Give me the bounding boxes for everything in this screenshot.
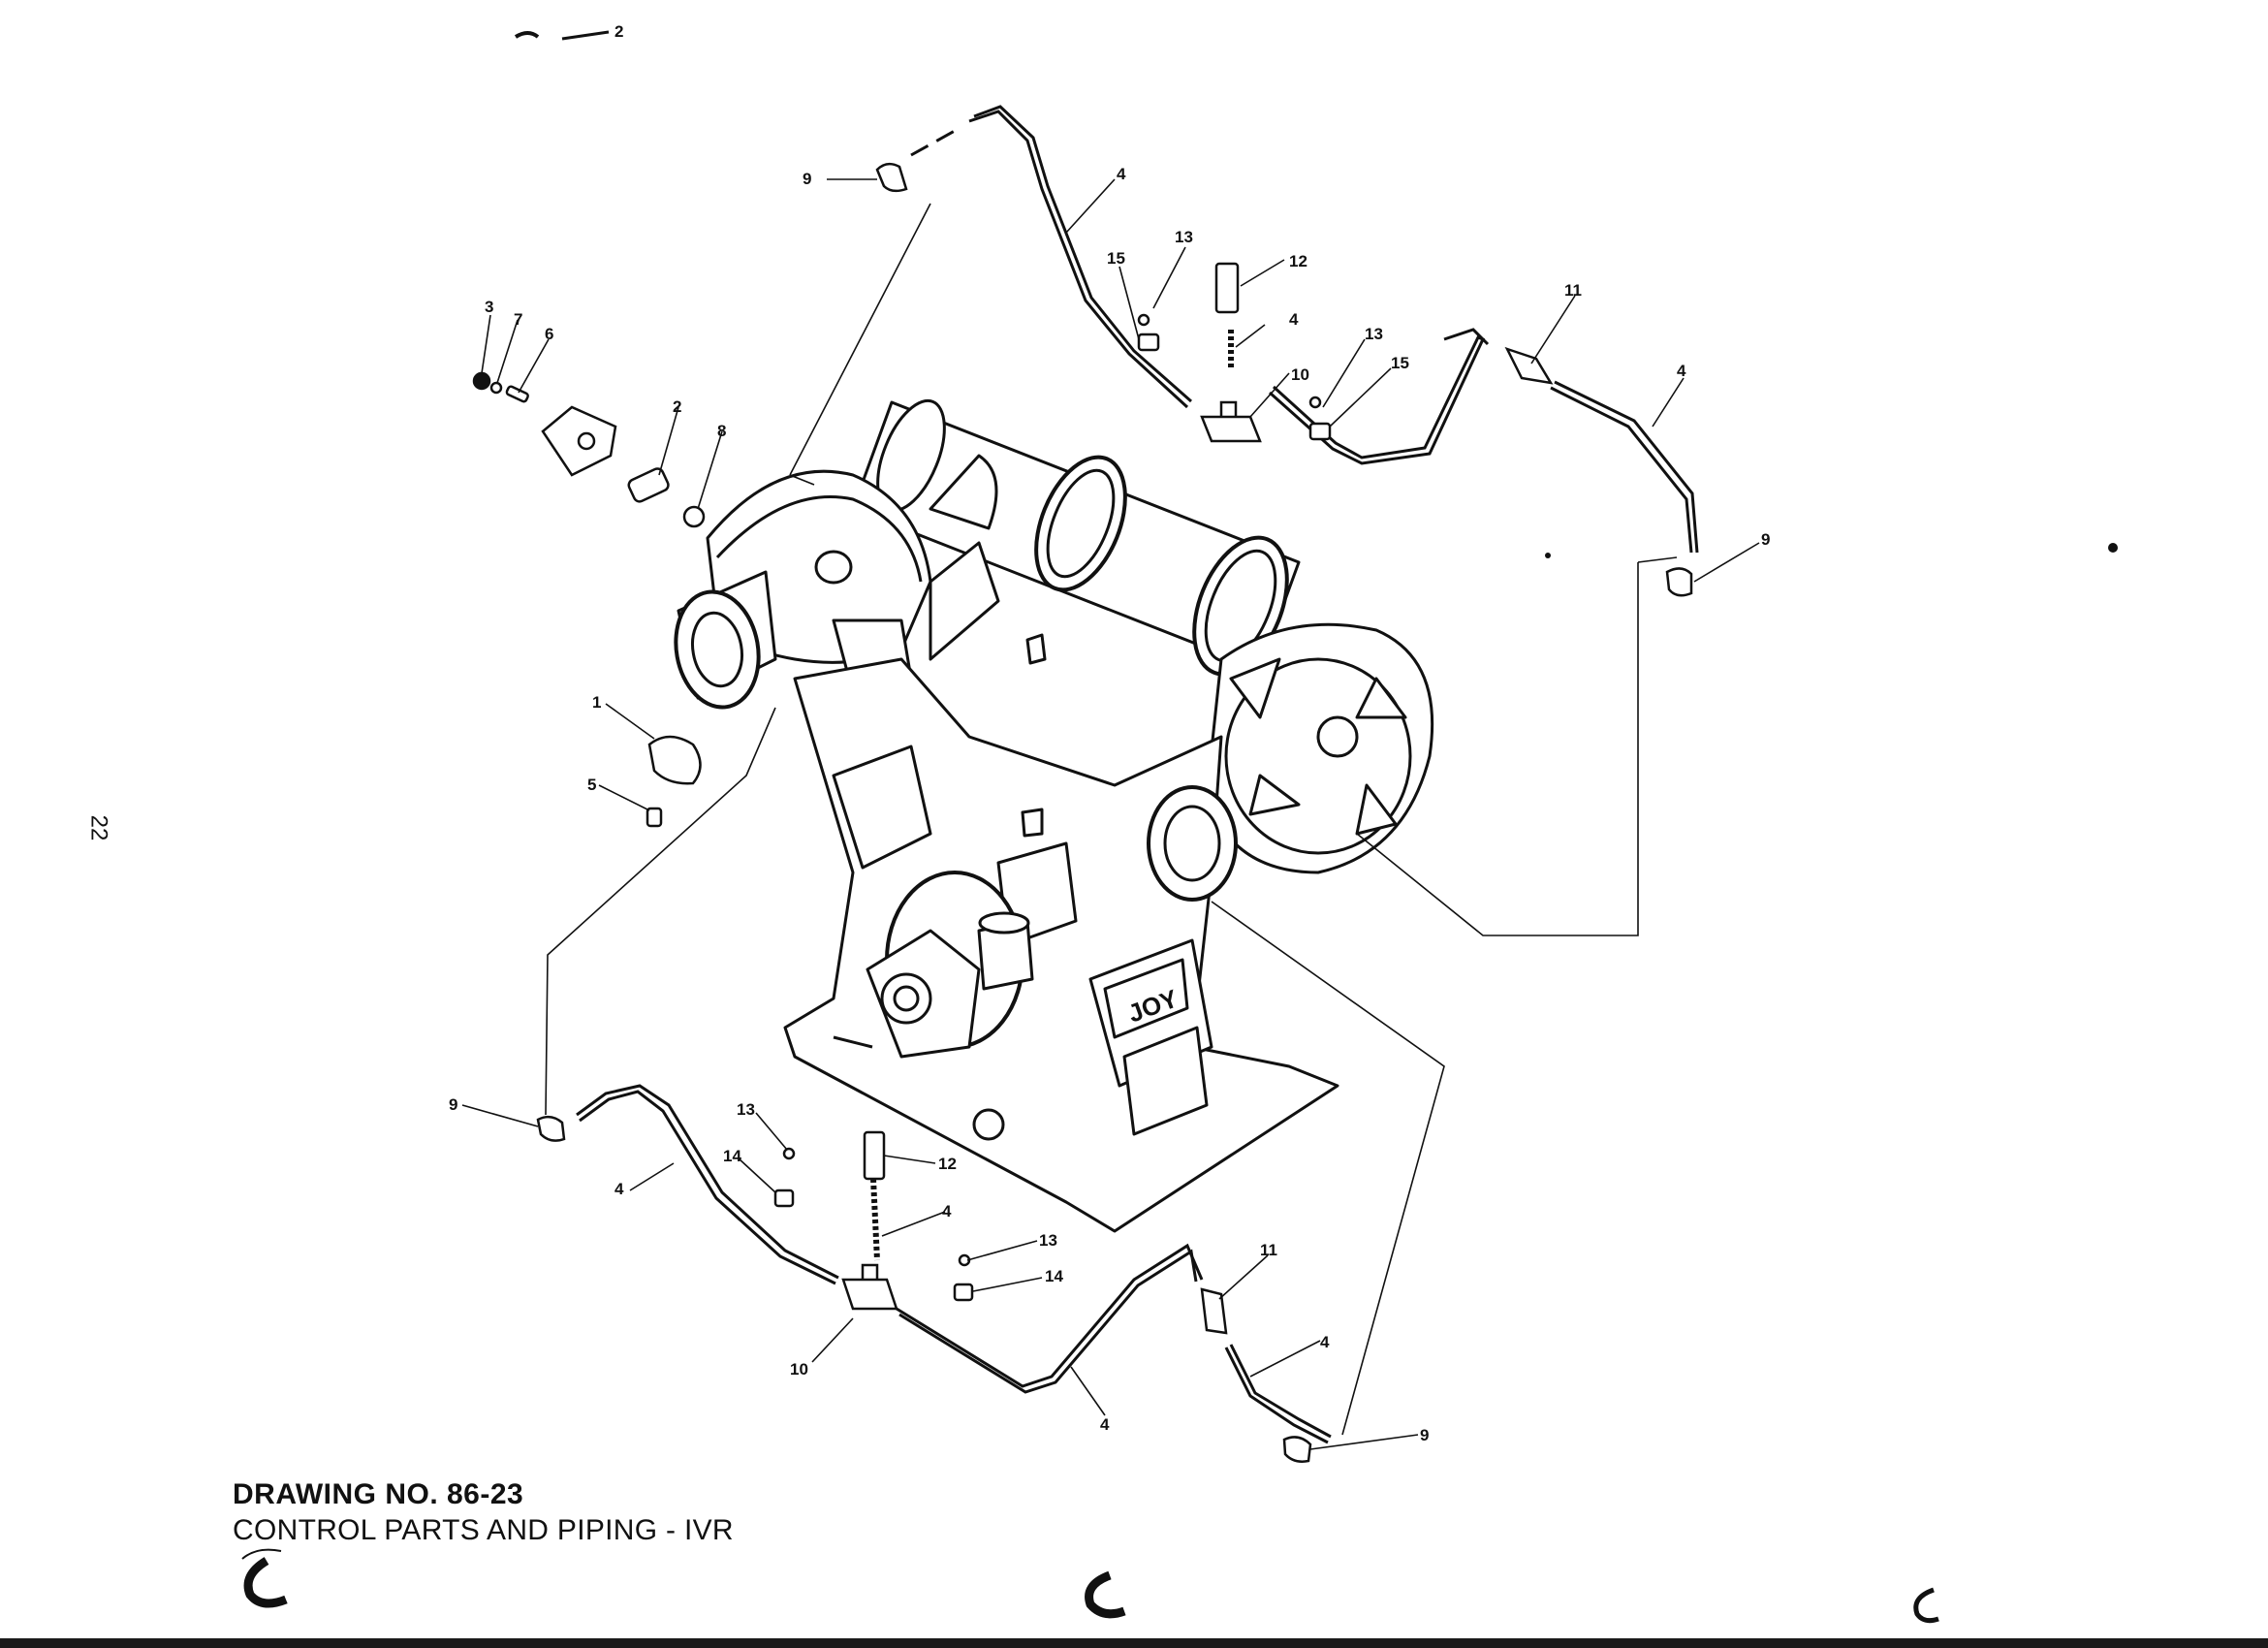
oil-pump [866, 633, 1047, 1059]
right-cylinder-head [1205, 622, 1434, 874]
union-11-top [1504, 346, 1554, 385]
callout-13: 13 [1175, 228, 1193, 246]
tee-10-b [841, 1263, 898, 1311]
callout-15: 15 [1107, 249, 1125, 268]
o-ring-8 [682, 505, 706, 528]
callout-10: 10 [790, 1360, 808, 1379]
corner-mark: 2 [514, 22, 623, 41]
top-piping [910, 105, 1699, 554]
callout-9: 9 [1420, 1426, 1429, 1444]
cap-3 [472, 371, 491, 391]
callout-4: 4 [1677, 362, 1686, 380]
callout-7: 7 [514, 310, 522, 329]
fittings [472, 162, 1693, 1463]
callout-leaders [461, 178, 1760, 1450]
binder-marks [241, 1548, 1939, 1624]
elbow-9-tl [875, 162, 908, 193]
upper-cylinder-pipe [851, 398, 1301, 677]
routing-lines [545, 203, 1678, 1436]
callout-6: 6 [545, 325, 553, 343]
drawing-title: CONTROL PARTS AND PIPING - IVR [233, 1514, 734, 1546]
elbow-9-br [1282, 1436, 1312, 1463]
callout-12: 12 [938, 1155, 957, 1173]
callout-4: 4 [1289, 310, 1299, 329]
callout-14: 14 [1045, 1267, 1063, 1285]
callout-numbers: 9 4 13 15 12 4 10 13 15 11 4 9 3 7 6 2 8… [449, 165, 1770, 1444]
callout-11: 11 [1564, 281, 1582, 300]
callout-2: 2 [673, 397, 681, 416]
page-number: 22 [85, 814, 112, 841]
screw-5 [646, 807, 663, 828]
callout-9: 9 [449, 1095, 457, 1114]
callout-9: 9 [1761, 530, 1770, 549]
elbow-9-bl [536, 1115, 566, 1142]
callout-13: 13 [737, 1100, 755, 1119]
callout-4: 4 [942, 1202, 952, 1220]
corner-mark-text: 2 [614, 22, 623, 41]
connector-12-top [1214, 262, 1240, 314]
connector-12-b [863, 1130, 886, 1181]
compressor-assembly: JOY [674, 398, 1434, 1233]
callout-8: 8 [717, 422, 726, 440]
plug-2 [627, 467, 670, 503]
callout-11: 11 [1260, 1241, 1277, 1259]
callout-4: 4 [1117, 165, 1126, 183]
gasket-1 [647, 735, 702, 785]
tee-10-top [1200, 400, 1262, 443]
callout-3: 3 [485, 298, 493, 316]
callout-9: 9 [803, 170, 811, 188]
callout-14: 14 [723, 1147, 741, 1165]
elbow-9-right [1665, 567, 1693, 597]
callout-1: 1 [592, 693, 601, 712]
drawing-number: DRAWING NO. 86-23 [233, 1478, 524, 1510]
v-frame-body: JOY [783, 657, 1339, 1233]
washer-7 [489, 381, 503, 395]
callout-12: 12 [1289, 252, 1307, 270]
callout-10: 10 [1291, 365, 1309, 384]
callout-5: 5 [587, 776, 596, 794]
callout-4: 4 [1320, 1333, 1330, 1351]
scan-edge [0, 1638, 2268, 1648]
union-11-b [1200, 1287, 1228, 1335]
callout-13: 13 [1039, 1231, 1057, 1250]
callout-4: 4 [614, 1180, 624, 1198]
callout-4: 4 [1100, 1415, 1110, 1434]
callout-15: 15 [1391, 354, 1409, 372]
callout-13: 13 [1365, 325, 1383, 343]
